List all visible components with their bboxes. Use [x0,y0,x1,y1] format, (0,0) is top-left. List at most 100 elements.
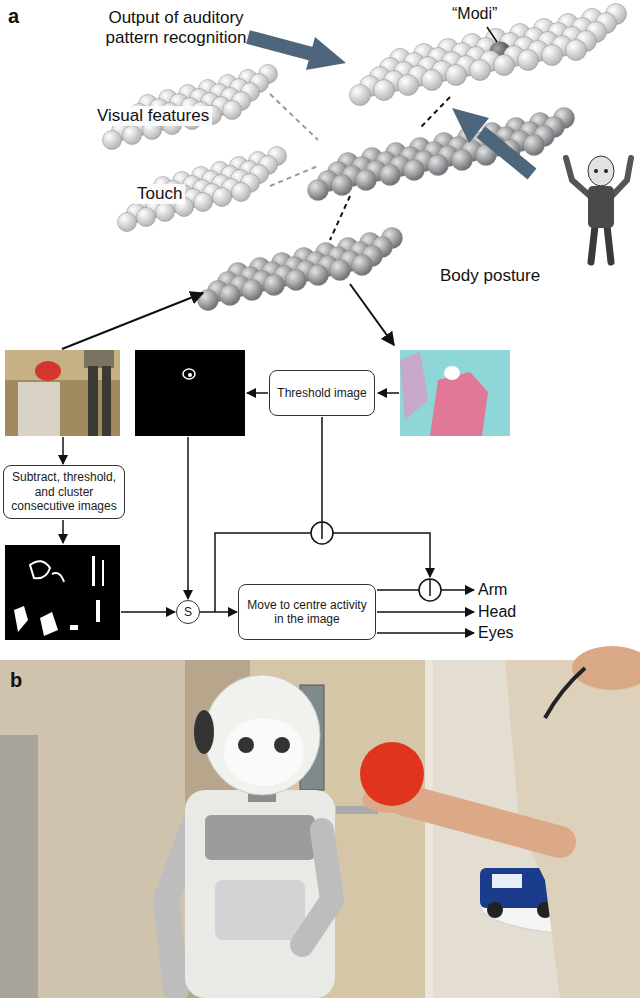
input-arrow [248,37,312,54]
neuron [198,290,219,311]
neuron [308,180,329,201]
neuron [137,208,156,227]
robot-leg [591,226,595,262]
neuron [308,265,329,286]
camera-image-ball [35,361,61,381]
wire [377,589,419,591]
node-text: Subtract, threshold, and cluster consecu… [9,470,119,513]
robot-eye [594,169,598,173]
neuron-label: “Modi” [452,4,497,23]
photo-door-frame [425,660,433,998]
photo-robot-body [185,790,335,998]
neuron [470,60,491,81]
robot-arm [566,158,590,196]
neuron [398,75,419,96]
neuron [446,65,467,86]
input-label: Body posture [440,266,540,286]
sum-junction: S [176,600,200,624]
neuron [286,270,307,291]
neuron-layer [308,108,575,201]
neuron [352,255,373,276]
neuron [518,50,539,71]
neuron [374,80,395,101]
arrow [350,284,394,345]
motion-blob [70,625,78,630]
input-label: Output of auditory pattern recognition [90,8,262,49]
input-arrow-head [306,37,346,70]
neuron [422,70,443,91]
dashed-link [420,97,450,128]
connector [200,611,237,613]
camera-image-object [18,382,60,436]
photo-person-arm [405,800,560,842]
robot-leg [607,226,611,262]
photo-toy-wheel [487,902,503,918]
photo-headset [545,668,585,718]
neuron [332,175,353,196]
neuron-layer [198,228,403,311]
dashed-link [270,166,318,186]
photo-wall [0,660,185,998]
node-text: S [184,606,192,618]
arrow [247,392,268,394]
arrow [377,632,474,634]
neuron-layer [118,147,287,232]
photo-background [0,660,640,998]
layer-label: Touch [134,184,185,204]
arrow [62,437,64,464]
photo-robot-face [224,718,304,786]
arrow [62,520,64,543]
robot-eye [604,169,608,173]
neuron [213,188,232,207]
threshold-blob [183,369,195,379]
node-text: Threshold image [277,386,366,400]
camera-image-person [102,366,111,436]
panel-letter: b [10,668,22,692]
neuron [220,285,241,306]
photo-robot-eye [238,737,254,753]
photo-robot-eye [274,737,290,753]
motion-blob [30,561,50,578]
neuron [330,260,351,281]
process-box: Subtract, threshold, and cluster consecu… [3,465,125,519]
motion-blob [40,612,58,636]
threshold-image [135,350,245,436]
neuron [103,131,122,150]
motion-blob [92,556,95,586]
colour-image-region [400,352,428,420]
neuron [118,213,137,232]
camera-image [5,350,120,436]
robot-torso [588,186,614,228]
panel-letter: a [8,4,19,28]
neuron [566,40,587,61]
input-arrow-head [452,108,489,143]
arrow [62,293,203,349]
photo-robot-body [215,880,305,940]
motion-image [5,545,120,640]
neuron [542,45,563,66]
wire [333,533,430,577]
node-text: Move to centre activity in the image [244,598,370,627]
arrow [187,437,189,599]
motion-blob [102,560,104,586]
colour-image-ball [444,366,460,380]
inhibition-bar [429,579,431,596]
dashed-link [330,196,350,240]
neuron-layer [350,4,627,106]
neuron [380,165,401,186]
neuron [428,155,449,176]
leader-line [487,27,497,42]
neuron-layers [103,4,627,311]
output-label: Eyes [478,623,514,642]
motion-blob [14,606,28,632]
output-label: Head [478,602,516,621]
neuron [194,193,213,212]
output-label: Arm [478,580,507,599]
dashed-link [270,94,318,140]
photo-robot-arm [302,830,332,945]
neuron [494,55,515,76]
photo-frame [0,735,38,998]
neuron [264,275,285,296]
neuron [404,160,425,181]
